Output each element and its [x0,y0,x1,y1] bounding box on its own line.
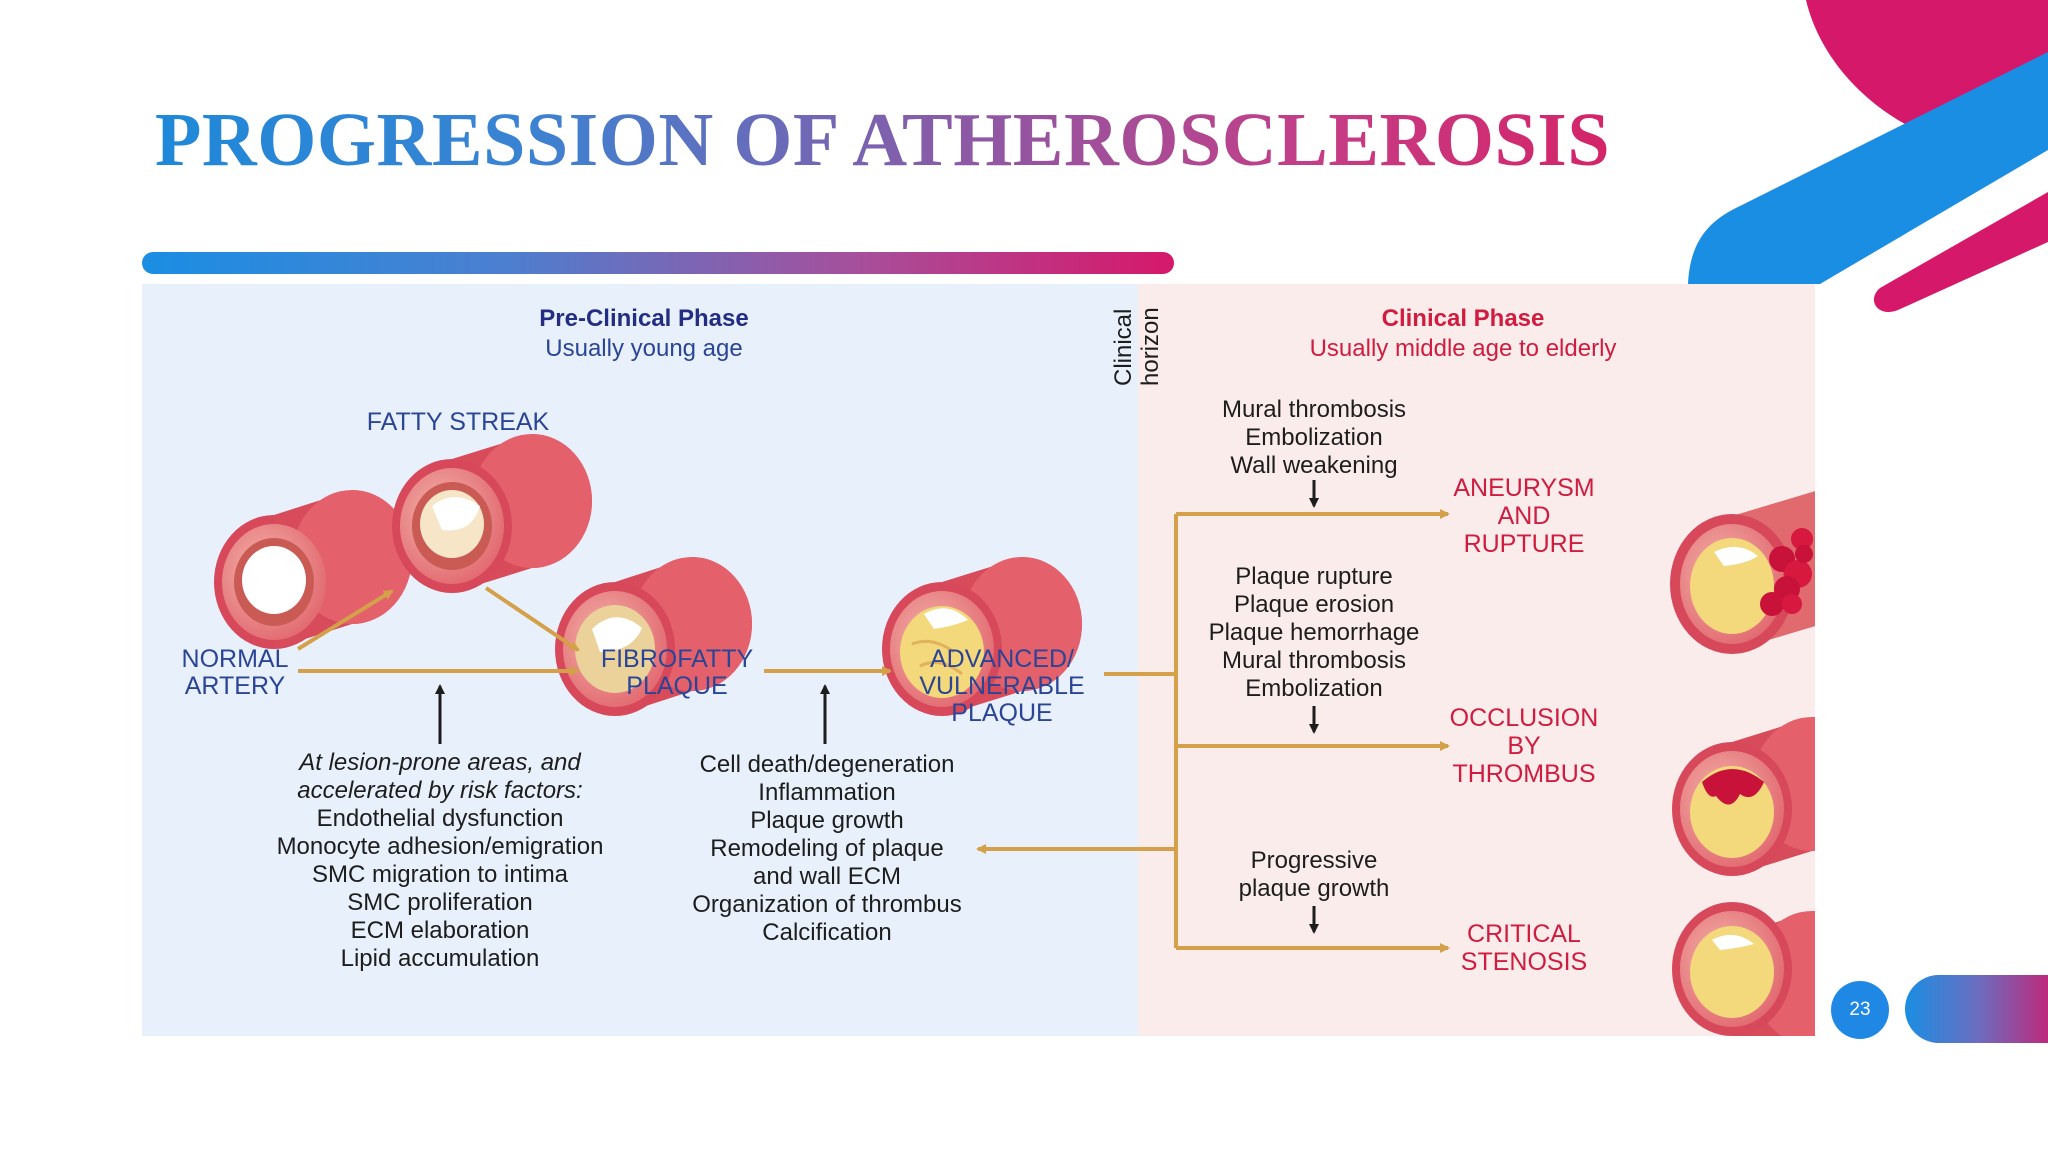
svg-text:Mural thrombosis: Mural thrombosis [1222,396,1406,423]
preclinical-title: Pre-Clinical Phase [539,305,748,332]
svg-text:BY: BY [1507,732,1541,760]
progression-factors-list: Cell death/degeneration Inflammation Pla… [692,751,961,946]
svg-text:Plaque erosion: Plaque erosion [1234,591,1394,618]
svg-text:Wall weakening: Wall weakening [1230,452,1397,479]
svg-text:Embolization: Embolization [1245,675,1382,702]
svg-text:RUPTURE: RUPTURE [1464,530,1585,558]
svg-text:Mural thrombosis: Mural thrombosis [1222,647,1406,674]
svg-text:SMC migration to intima: SMC migration to intima [312,861,569,888]
aneurysm-outcome-label: ANEURYSM AND RUPTURE [1453,474,1594,558]
svg-text:CRITICAL: CRITICAL [1467,920,1581,948]
svg-text:Monocyte adhesion/emigration: Monocyte adhesion/emigration [277,833,604,860]
title-underline-bar [142,252,1174,274]
svg-text:Organization of thrombus: Organization of thrombus [692,891,961,918]
aneurysm-causes-list: Mural thrombosis Embolization Wall weake… [1222,396,1406,479]
svg-text:THROMBUS: THROMBUS [1452,760,1595,788]
svg-text:Inflammation: Inflammation [758,779,895,806]
svg-text:Cell death/degeneration: Cell death/degeneration [700,751,955,778]
svg-text:SMC proliferation: SMC proliferation [347,889,532,916]
occlusion-causes-list: Plaque rupture Plaque erosion Plaque hem… [1209,563,1420,702]
clinical-horizon-label-2: horizon [1137,307,1164,386]
svg-text:Endothelial dysfunction: Endothelial dysfunction [317,805,564,832]
svg-text:plaque growth: plaque growth [1239,875,1390,902]
fibrofatty-label-2: PLAQUE [626,672,727,700]
fibrofatty-label-1: FIBROFATTY [601,645,754,673]
svg-text:accelerated by risk factors:: accelerated by risk factors: [297,777,582,804]
stenosis-causes-list: Progressive plaque growth [1239,847,1390,902]
arrow-normal-to-fatty [296,589,394,651]
occlusion-outcome-label: OCCLUSION BY THROMBUS [1450,704,1599,788]
svg-text:and wall ECM: and wall ECM [753,863,901,890]
svg-text:ANEURYSM: ANEURYSM [1453,474,1594,502]
page-number-badge: 23 [1831,981,1889,1039]
risk-factors-list: At lesion-prone areas, and accelerated b… [277,749,604,972]
aneurysm-illustration [1670,491,1815,654]
svg-text:Embolization: Embolization [1245,424,1382,451]
svg-text:Plaque growth: Plaque growth [750,807,903,834]
svg-text:Progressive: Progressive [1251,847,1378,874]
svg-text:ECM elaboration: ECM elaboration [351,917,530,944]
corner-pink-stripe [1873,192,2048,312]
advanced-label-1: ADVANCED/ [930,645,1074,673]
footer-gradient-tab [1905,975,2048,1043]
advanced-plaque-illustration [882,557,1082,716]
normal-artery-illustration [214,490,412,649]
advanced-label-3: PLAQUE [951,699,1052,727]
svg-text:Plaque hemorrhage: Plaque hemorrhage [1209,619,1420,646]
arrow-fatty-to-fibrofatty [484,586,580,652]
clinical-background [1138,284,1815,1036]
atherosclerosis-diagram: Pre-Clinical Phase Usually young age Cli… [142,284,1815,1036]
svg-text:Lipid accumulation: Lipid accumulation [341,945,540,972]
svg-text:AND: AND [1498,502,1551,530]
clinical-subtitle: Usually middle age to elderly [1310,335,1617,362]
svg-text:OCCLUSION: OCCLUSION [1450,704,1599,732]
occlusion-illustration [1672,717,1815,876]
stenosis-outcome-label: CRITICAL STENOSIS [1461,920,1587,976]
page-title: PROGRESSION OF ATHEROSCLEROSIS [155,92,1610,188]
fatty-streak-illustration [392,434,592,593]
fatty-streak-label: FATTY STREAK [367,408,550,436]
preclinical-subtitle: Usually young age [545,335,742,362]
fibrofatty-plaque-illustration [555,557,752,716]
corner-blue-stripe [1688,52,2048,284]
svg-text:STENOSIS: STENOSIS [1461,948,1587,976]
normal-artery-label-2: ARTERY [185,672,286,700]
advanced-label-2: VULNERABLE [919,672,1084,700]
clinical-title: Clinical Phase [1382,305,1545,332]
critical-stenosis-illustration [1672,902,1815,1036]
clinical-horizon-label-1: Clinical [1110,309,1137,386]
normal-artery-label-1: NORMAL [182,645,289,673]
svg-text:Remodeling of plaque: Remodeling of plaque [710,835,944,862]
svg-text:Plaque rupture: Plaque rupture [1235,563,1392,590]
svg-text:At lesion-prone areas, and: At lesion-prone areas, and [297,749,581,776]
svg-text:Calcification: Calcification [762,919,891,946]
